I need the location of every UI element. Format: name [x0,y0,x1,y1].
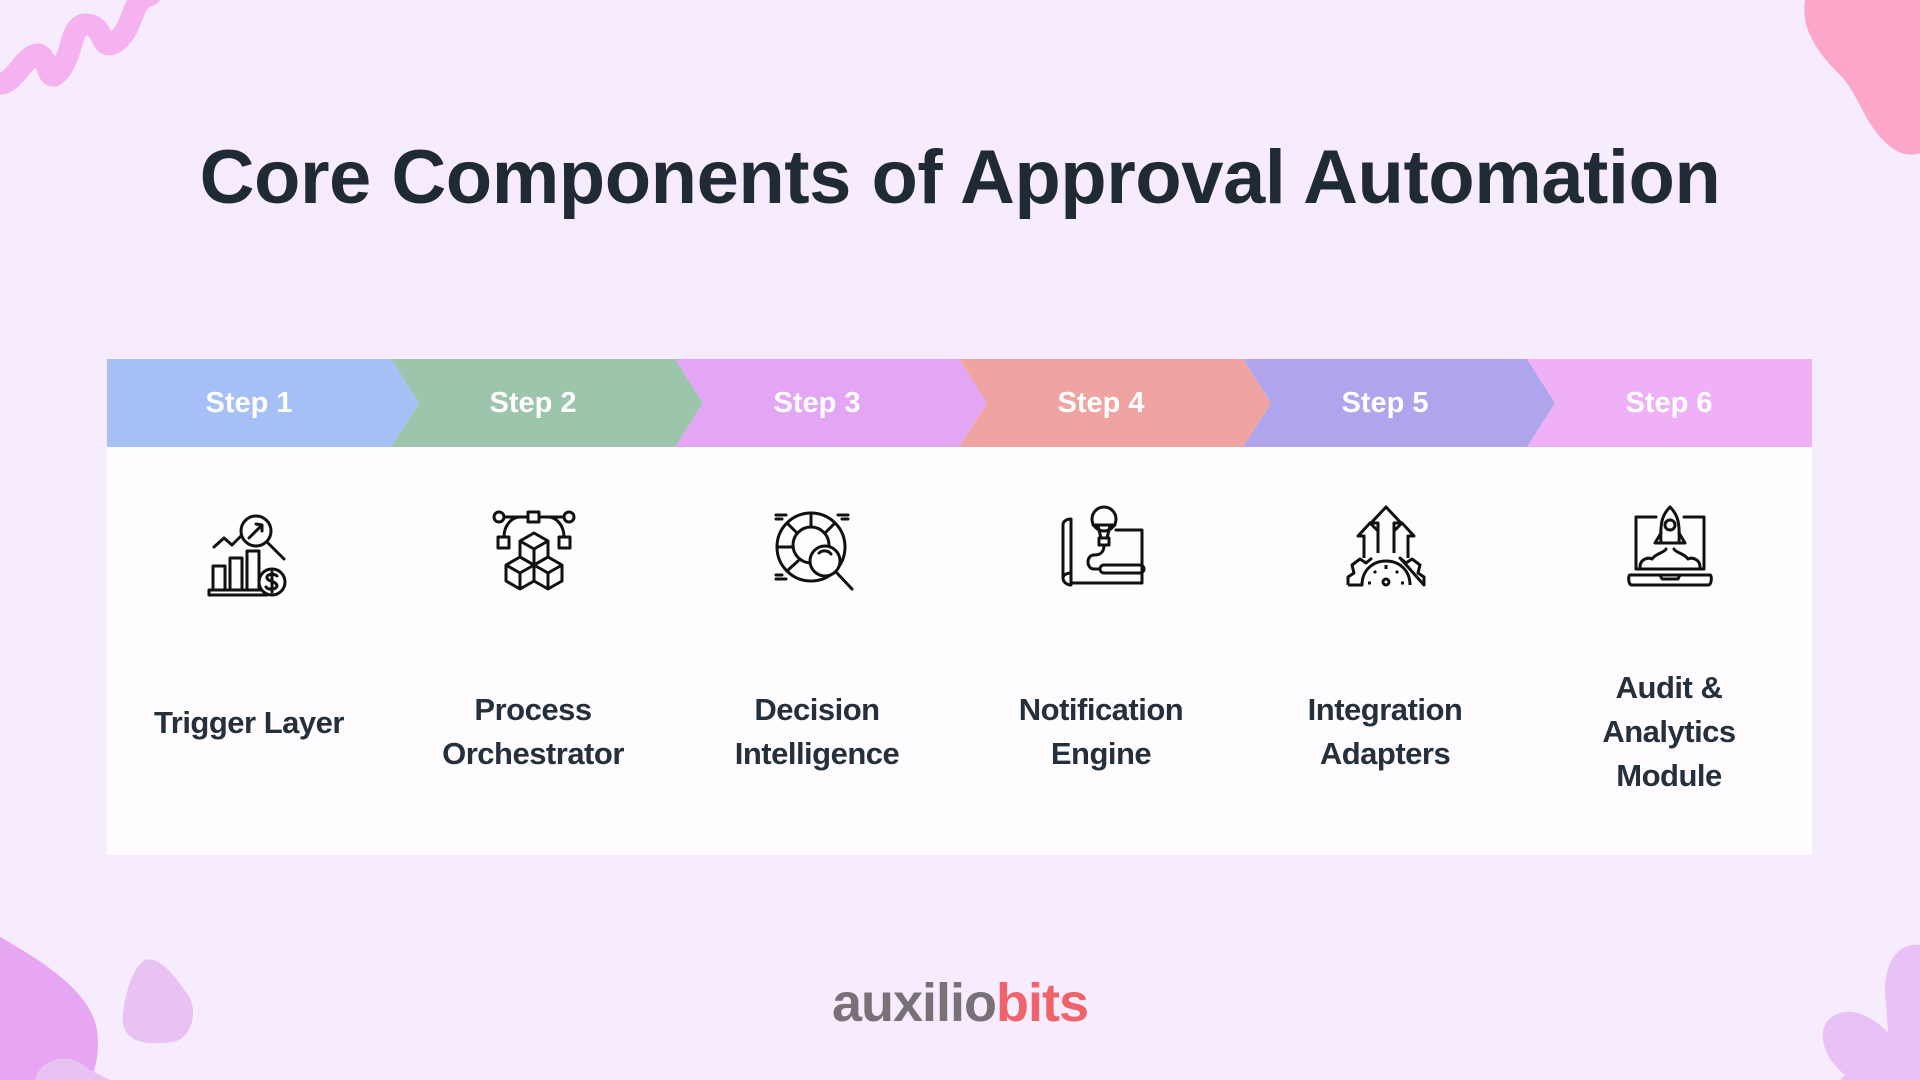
purple-blob-bottom-left [0,937,194,1080]
step-title: Notification Engine [1018,692,1184,771]
step-3: Step 3 Decision Intelligence [675,359,959,855]
steps-chevron-bar [107,359,1812,447]
step-title: Integration Adapters [1307,692,1463,771]
step-label: Step 3 [773,387,861,419]
step-label: Step 2 [489,387,577,419]
page-title: Core Components of Approval Automation [199,135,1721,220]
purple-blob-bottom-right [1822,944,1920,1080]
laptop-rocket-icon [1626,503,1714,591]
chevron-step-6 [1527,359,1812,447]
squiggle-decoration [0,0,160,95]
step-6: Step 6 Audit & Analytics Module [1527,359,1811,855]
chevron-step-2 [391,359,703,447]
chevron-step-3 [675,359,987,447]
step-1: Step 1 Trigger Layer [107,359,391,855]
logo-part-auxilio: auxilio [831,973,997,1033]
steps-panel: Step 1 Trigger Layer Step 2 [107,359,1812,855]
step-label: Step 4 [1057,387,1145,419]
chevron-step-5 [1243,359,1555,447]
blueprint-bulb-icon [1058,503,1146,591]
gear-arrows-up-icon [1342,503,1430,591]
step-5: Step 5 Integration Adapters [1243,359,1527,855]
step-label: Step 6 [1625,387,1713,419]
chevron-step-4 [959,359,1271,447]
step-title: Decision Intelligence [734,692,900,771]
logo-part-bits: bits [996,973,1089,1033]
step-title: Audit & Analytics Module [1602,670,1736,793]
pie-magnifier-icon [774,507,862,595]
step-2: Step 2 Process Orchestrator [391,359,675,855]
step-4: Step 4 Notification Engine [959,359,1243,855]
pink-blob-top-right [1804,0,1920,155]
auxiliobits-logo: auxiliobits [0,972,1920,1034]
step-label: Step 5 [1341,387,1429,419]
cubes-network-icon [490,507,578,595]
step-title: Trigger Layer [154,705,344,740]
chart-analytics-dollar-icon [206,509,294,597]
step-title: Process Orchestrator [442,692,624,771]
step-label: Step 1 [205,387,293,419]
chevron-step-1 [107,359,419,447]
